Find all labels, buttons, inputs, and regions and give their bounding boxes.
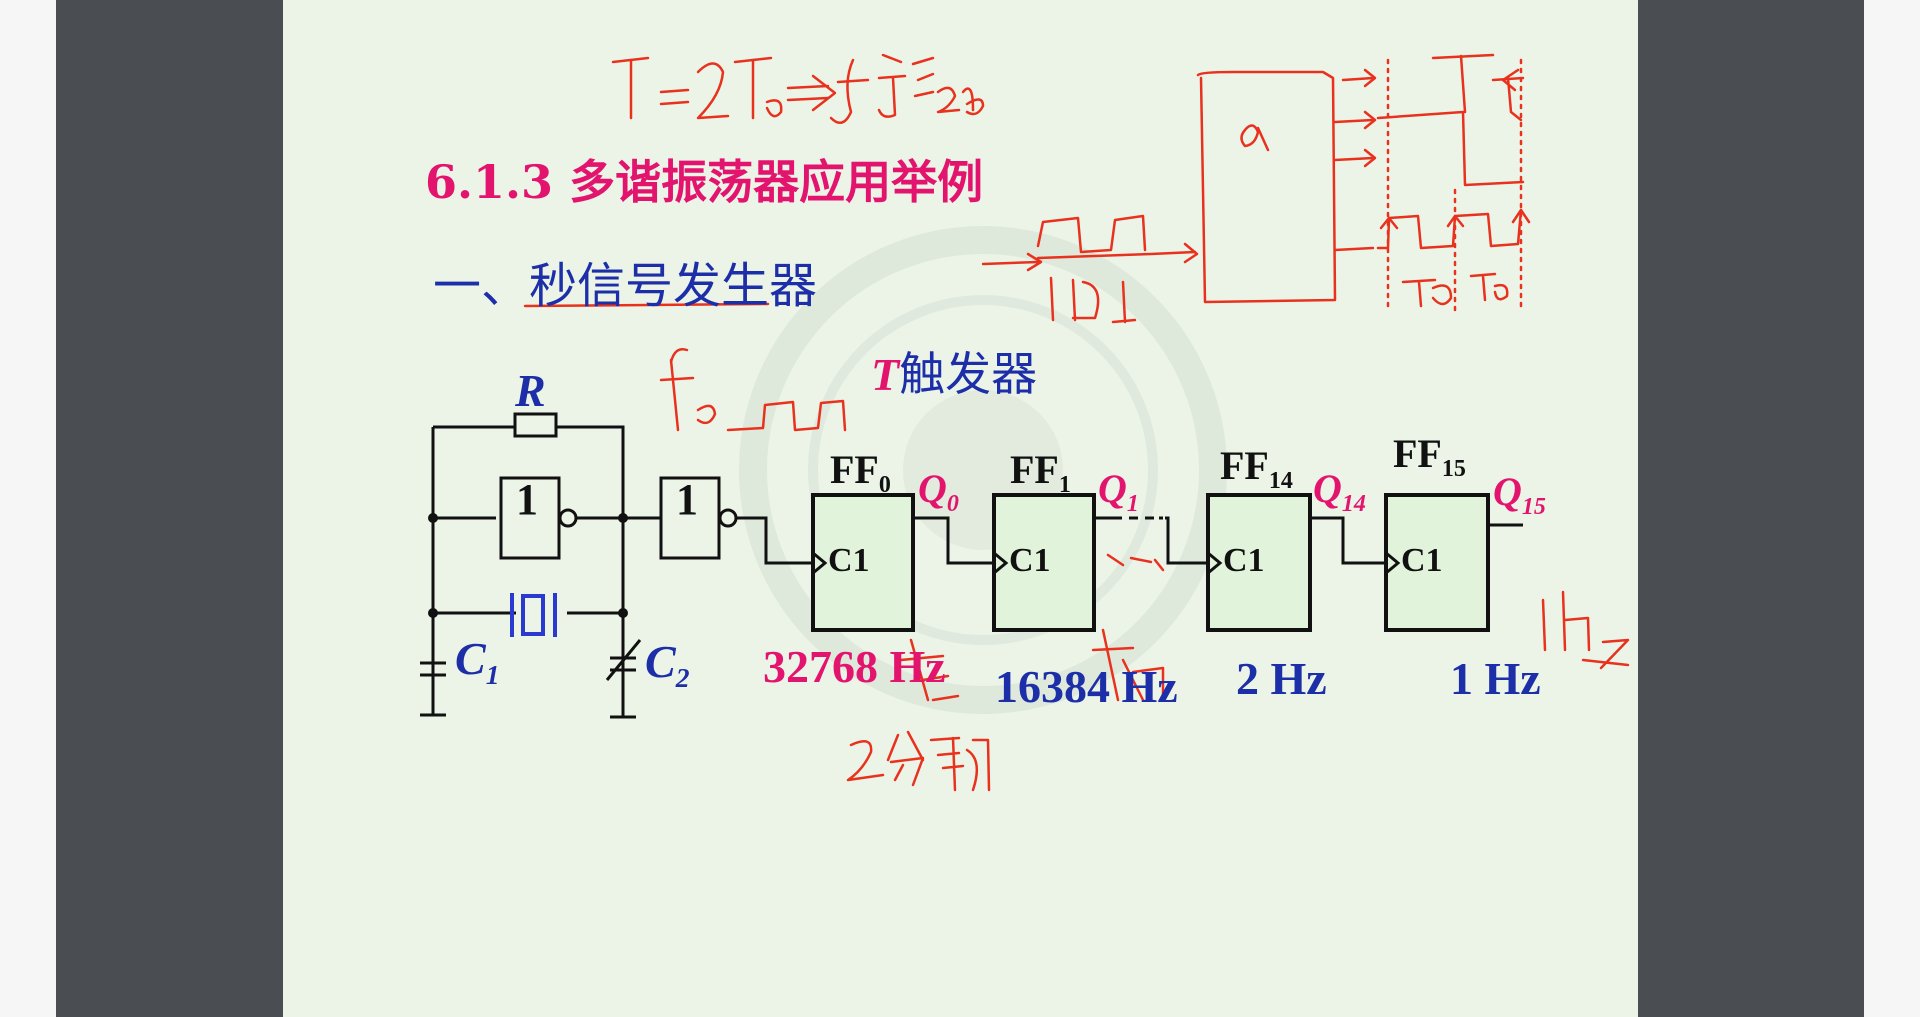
- ff15-label: FF15: [1393, 431, 1466, 482]
- ff1-frequency: 16384 Hz: [995, 661, 1178, 712]
- ff1-clock-label: C1: [1009, 542, 1051, 579]
- slide-heading: 6.1.3 多谐振荡器应用举例: [425, 155, 984, 209]
- inverter-1-label: 1: [516, 475, 538, 524]
- t-flipflop-label: T触发器: [871, 338, 1037, 404]
- ff15-clock-label: C1: [1401, 542, 1443, 579]
- ff15-frequency: 1 Hz: [1450, 653, 1541, 704]
- ff14-frequency: 2 Hz: [1236, 653, 1327, 704]
- ff0-frequency: 32768 Hz: [763, 641, 946, 692]
- right-sidebar: [1638, 0, 1864, 1017]
- capacitor-c2-label: C2: [645, 636, 690, 694]
- q0-label: Q0: [918, 466, 959, 517]
- ff0-label: FF0: [830, 447, 891, 498]
- resistor-label: R: [515, 365, 546, 416]
- ff0-clock-label: C1: [828, 542, 870, 579]
- left-sidebar: [56, 0, 283, 1017]
- capacitor-c1-label: C1: [455, 633, 500, 691]
- ff1-label: FF1: [1010, 447, 1071, 498]
- slide: 6.1.3 多谐振荡器应用举例 一、秒信号发生器 T触发器 R C1 C2 1 …: [283, 0, 1638, 1017]
- slide-subheading: 一、秒信号发生器: [433, 258, 818, 314]
- q15-label: Q15: [1493, 469, 1546, 520]
- q14-label: Q14: [1313, 466, 1366, 517]
- inverter-2-label: 1: [676, 475, 698, 524]
- q1-label: Q1: [1098, 466, 1139, 517]
- t-flipflop-text: 触发器: [899, 347, 1038, 401]
- circuit-diagram: [420, 53, 1630, 792]
- t-letter: T: [871, 349, 900, 400]
- ff14-clock-label: C1: [1223, 542, 1265, 579]
- ff14-label: FF14: [1220, 443, 1293, 494]
